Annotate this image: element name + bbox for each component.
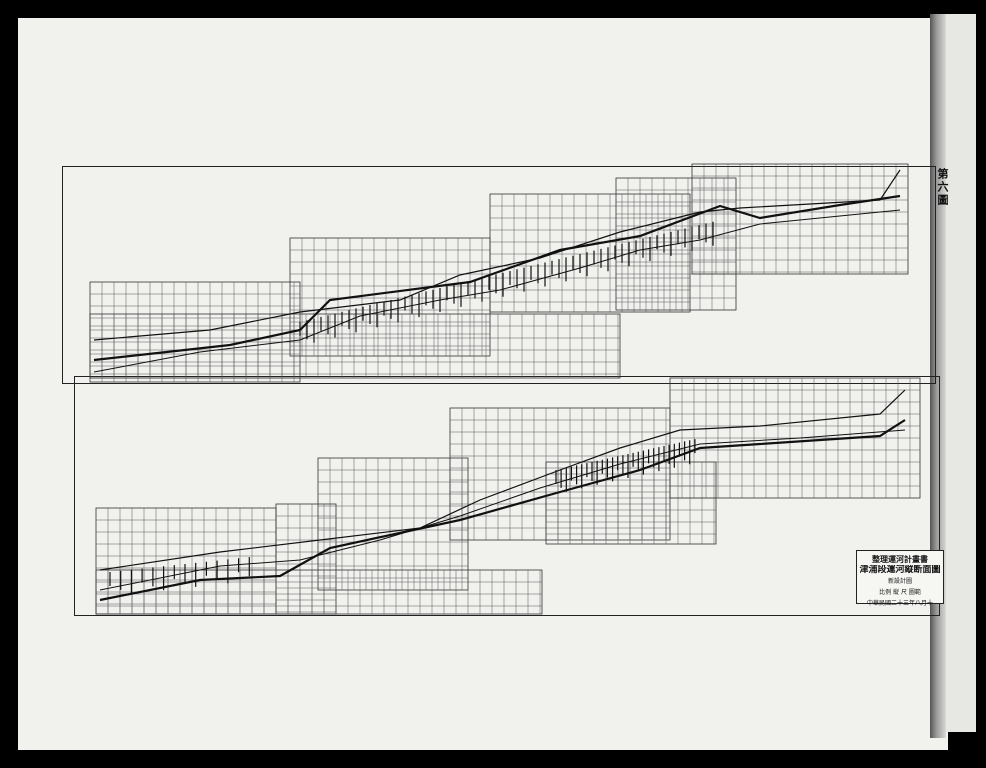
lower-bed-line — [99, 419, 906, 602]
upper-bed-line — [93, 194, 901, 362]
lower-grid-sheet-5 — [545, 461, 717, 545]
upper-structure-marks — [299, 221, 714, 343]
lower-structure-marks — [555, 439, 696, 492]
adjacent-page-edge — [946, 14, 976, 732]
lower-grid-lower-band-lines — [96, 570, 542, 614]
title-block: 整理運河計畫書 津浦段運河縦断面圖 新設計圖 比例 縦 尺 圖範 中華民國二十三… — [856, 550, 944, 607]
title-line-3: 新設計圖 — [887, 578, 912, 585]
lower-grid-sheet-6-lines — [670, 378, 920, 498]
title-line-4: 比例 縦 尺 圖範 — [879, 589, 921, 596]
lower-grid-sheet-5-lines — [546, 462, 716, 544]
title-line-2: 津浦段運河縦断面圖 — [859, 565, 941, 575]
title-line-5: 中華民國二十三年八月十 — [866, 600, 933, 607]
lower-left-structure-marks — [109, 557, 250, 594]
upper-ground-line — [93, 209, 901, 373]
lower-water-line — [99, 389, 906, 571]
upper-grid-sheet-5-lines — [692, 164, 908, 274]
plate-label: 第六圖 — [936, 168, 949, 207]
lower-grid-lower-band — [95, 569, 543, 615]
lower-ground-line — [99, 429, 906, 591]
upper-profile-panel — [62, 166, 936, 384]
upper-water-line — [93, 169, 901, 341]
lower-grid-sheet-3 — [317, 457, 469, 591]
title-line-1: 整理運河計畫書 — [872, 554, 928, 564]
lower-profile-panel — [74, 376, 940, 616]
upper-grid-sheet-3 — [489, 193, 691, 313]
upper-grid-sheet-3-lines — [490, 194, 690, 312]
scanned-page — [18, 18, 948, 750]
upper-grid-lower-band — [89, 313, 621, 379]
